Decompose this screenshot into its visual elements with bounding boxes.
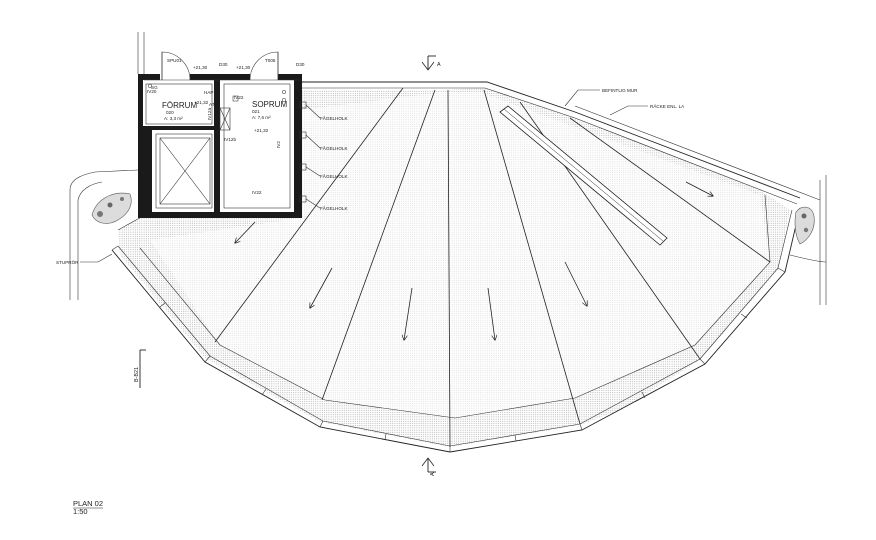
room-number-soprum: 021 xyxy=(252,109,260,114)
fixture-hap: HAP xyxy=(204,90,213,95)
roof-edge-secondary xyxy=(139,194,771,419)
plan-title: PLAN 02 xyxy=(73,499,103,508)
roof-terrace xyxy=(111,81,821,453)
section-marker-bottom xyxy=(421,457,436,473)
shaft xyxy=(159,137,211,205)
wall-type-iv22-bottom: IV22 xyxy=(252,190,262,195)
small-shaft xyxy=(219,107,231,131)
door-label-3: T005 xyxy=(265,58,276,63)
level-1: +21,30 xyxy=(193,65,208,70)
bird-box-label-1: FÅGELHOLK xyxy=(320,115,349,121)
room-area-forrum: A: 3,3 m² xyxy=(164,116,183,121)
bird-box-label-3: FÅGELHOLK xyxy=(320,173,349,179)
wall-type-iv12b: IV12b xyxy=(224,137,236,142)
roof-inner-zone xyxy=(150,92,770,418)
section-marker-top xyxy=(421,55,436,71)
annotation-leaders xyxy=(80,89,648,263)
parapet-joints xyxy=(111,245,786,452)
room-area-soprum: A: 7,6 m² xyxy=(252,115,271,120)
wall-type-iv12a: IV12a xyxy=(207,108,212,120)
wall-type-iv2: IV2 xyxy=(276,141,281,148)
room-name-soprum: SOPRUM xyxy=(252,100,287,109)
wall-type-iv20: IV20 xyxy=(147,89,157,94)
level-2: +21,30 xyxy=(236,65,251,70)
room-number-forrum: 020 xyxy=(166,110,174,115)
building-block xyxy=(137,32,321,218)
fixture-sg: SG xyxy=(151,85,158,90)
existing-wall-top-inner xyxy=(300,87,798,205)
door-label-2: D30 xyxy=(219,62,228,67)
section-marker-left xyxy=(139,349,146,388)
railing-label: RÄCKE ENL. LA xyxy=(650,103,685,109)
door-label-4: D30 xyxy=(296,62,305,67)
section-label-top: A xyxy=(437,62,441,68)
door-label-1: SPU01 xyxy=(167,58,182,63)
downpipe-label: STUPRÖR xyxy=(56,259,79,265)
text-labels: FÖRRUM 020 A: 3,3 m² SOPRUM 021 A: 7,6 m… xyxy=(56,58,685,516)
room-name-forrum: FÖRRUM xyxy=(162,101,197,110)
level-4: +21,32 xyxy=(254,128,269,133)
drainage-arrows xyxy=(235,181,713,340)
section-label-left: B-B21 xyxy=(134,367,140,382)
existing-wall-outer xyxy=(574,105,821,201)
fixture-hatch: VILOOPSPOLEN RA xyxy=(168,125,212,130)
level-3: +21,32 xyxy=(194,100,209,105)
bird-box-label-4: FÅGELHOLK xyxy=(320,205,349,211)
plan-scale: 1:50 xyxy=(73,507,88,516)
door-swings xyxy=(161,51,279,81)
section-label-bottom: A xyxy=(430,472,436,476)
bird-box-label-2: FÅGELHOLK xyxy=(320,145,349,151)
vegetation-right xyxy=(789,175,827,305)
vegetation-left xyxy=(69,169,139,300)
existing-wall-label: BEFINTLIG MUR xyxy=(602,88,638,93)
existing-wall-top xyxy=(300,81,801,199)
wall-type-iv22-top: IV22 xyxy=(234,95,244,100)
bird-box-markers xyxy=(299,101,321,209)
railing xyxy=(499,105,668,246)
fixture-at: AT xyxy=(209,102,215,107)
